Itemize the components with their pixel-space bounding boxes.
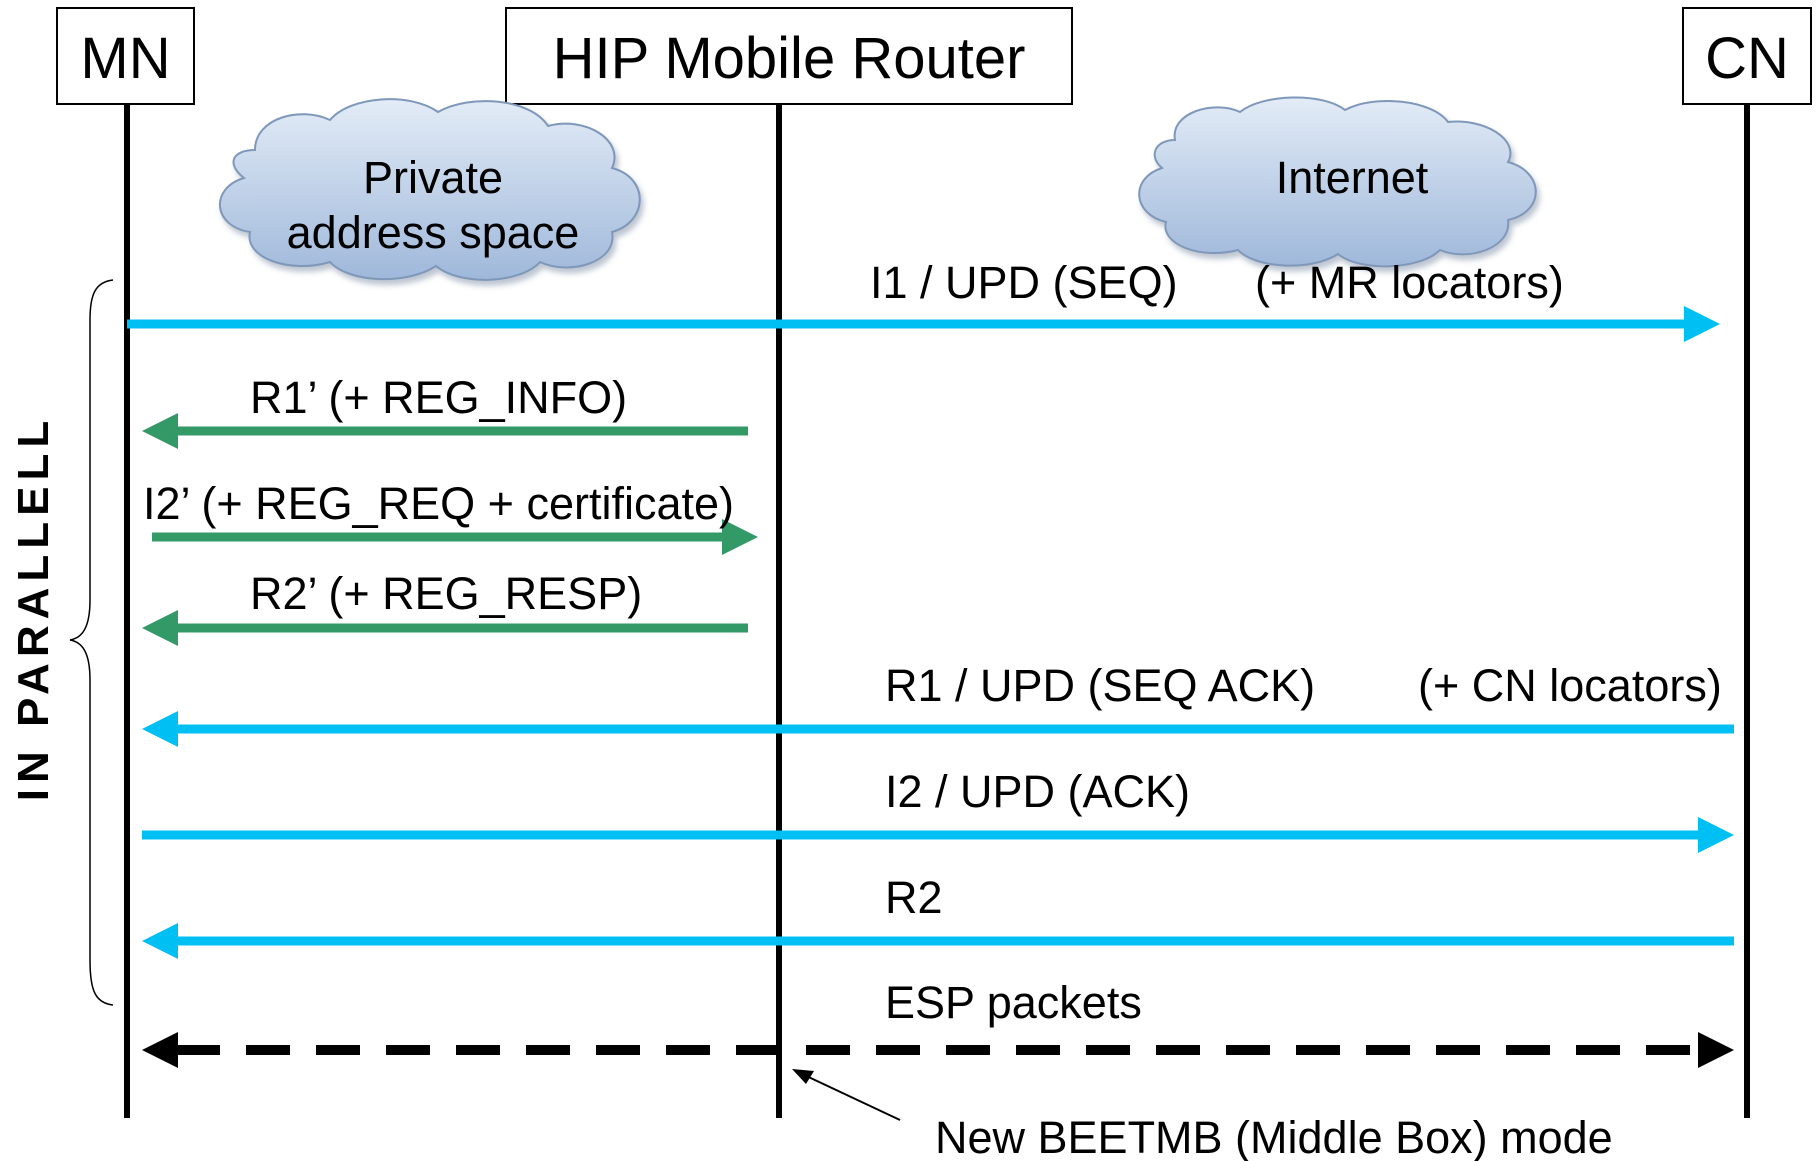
internet-cloud bbox=[1138, 96, 1537, 268]
msg-r2prime bbox=[142, 610, 748, 646]
msg-r1prime bbox=[142, 413, 748, 449]
msg-i2 bbox=[142, 817, 1734, 853]
msg-i2prime bbox=[152, 519, 758, 555]
msg-i1-extra: (+ MR locators) bbox=[1255, 257, 1564, 308]
cn-label: CN bbox=[1705, 26, 1789, 91]
router-label: HIP Mobile Router bbox=[553, 26, 1026, 91]
cloud-private-line1: Private bbox=[363, 152, 503, 203]
msg-esp bbox=[142, 1032, 1734, 1068]
parallel-brace bbox=[69, 279, 114, 1006]
mn-label: MN bbox=[80, 26, 170, 91]
msg-r1 bbox=[142, 711, 1734, 747]
router-entity: HIP Mobile Router bbox=[505, 7, 1073, 105]
mn-entity: MN bbox=[56, 7, 195, 105]
annotation-label: New BEETMB (Middle Box) mode bbox=[935, 1112, 1613, 1161]
msg-esp-label: ESP packets bbox=[885, 977, 1142, 1028]
msg-r2prime-label: R2’ (+ REG_RESP) bbox=[250, 568, 642, 619]
cloud-private-line2: address space bbox=[287, 207, 580, 258]
msg-r1-extra: (+ CN locators) bbox=[1418, 660, 1722, 711]
private-address-cloud bbox=[218, 98, 641, 281]
cloud-internet-label: Internet bbox=[1276, 152, 1429, 203]
msg-i2-label: I2 / UPD (ACK) bbox=[885, 766, 1190, 817]
msg-i1 bbox=[127, 306, 1720, 342]
msg-r2 bbox=[142, 923, 1734, 959]
in-parallel-label: IN PARALLELL bbox=[9, 415, 58, 802]
cn-entity: CN bbox=[1682, 7, 1812, 105]
msg-r2-label: R2 bbox=[885, 872, 943, 923]
msg-i2prime-label: I2’ (+ REG_REQ + certificate) bbox=[143, 478, 734, 529]
annotation-pointer bbox=[792, 1069, 901, 1121]
msg-i1-label: I1 / UPD (SEQ) bbox=[870, 257, 1178, 308]
msg-r1-label: R1 / UPD (SEQ ACK) bbox=[885, 660, 1315, 711]
msg-r1prime-label: R1’ (+ REG_INFO) bbox=[250, 372, 627, 423]
